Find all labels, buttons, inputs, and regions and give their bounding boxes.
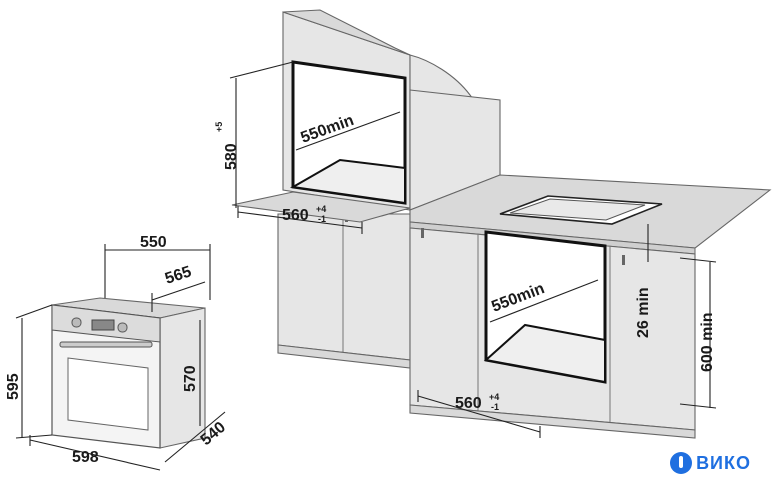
oven-display	[91, 319, 115, 331]
label-under-niche-depth-tol-minus: -1	[491, 402, 499, 412]
oven-knob-left	[71, 317, 82, 328]
label-under-niche-depth-tol-plus: +4	[489, 392, 499, 402]
label-under-niche-depth: 560	[455, 395, 482, 412]
dim-oven-width-front	[29, 435, 161, 471]
oven	[51, 297, 206, 449]
dim-oven-depth-side	[164, 411, 226, 463]
label-oven-height-body: 595	[5, 373, 22, 400]
dim-tall-niche-width	[295, 111, 401, 151]
label-under-niche-height: 600 min	[699, 312, 716, 372]
label-oven-height-front: 570	[182, 365, 199, 392]
dim-under-niche-depth	[417, 390, 541, 438]
counter-cabinet	[409, 89, 772, 439]
label-tall-niche-depth-tol-plus: +4	[316, 204, 326, 214]
dim-oven-depth-top	[151, 281, 206, 312]
label-tall-niche-height: 580	[223, 143, 240, 170]
brand-logo: ВИКО	[670, 452, 751, 474]
label-oven-width-front: 598	[72, 449, 99, 466]
dim-tall-niche-height	[229, 61, 294, 208]
dim-oven-width	[104, 244, 211, 300]
tall-cabinet-top	[282, 9, 411, 56]
dim-under-niche-height	[679, 257, 717, 409]
label-oven-width: 550	[140, 234, 167, 251]
power-icon	[670, 452, 693, 474]
oven-window	[67, 357, 149, 431]
hob-cutout-inner	[509, 198, 646, 221]
tall-niche-floor	[289, 158, 406, 205]
label-tall-niche-depth-tol-minus: -1	[318, 214, 326, 224]
under-cabinet-plinth	[409, 404, 696, 439]
under-cabinet-handle-left	[421, 228, 424, 238]
oven-knob-right	[117, 322, 128, 333]
dim-under-niche-width	[489, 279, 599, 323]
tall-cabinet-lower	[277, 213, 411, 361]
dim-tall-niche-depth	[237, 206, 363, 234]
label-tall-niche-height-tol: +5	[214, 122, 224, 132]
under-cabinet-handle-right	[622, 255, 625, 265]
dim-oven-height-body	[15, 304, 53, 439]
brand-name: ВИКО	[696, 452, 751, 473]
under-niche-floor	[483, 323, 606, 384]
label-oven-depth-top: 565	[163, 263, 194, 287]
label-under-gap: 26 min	[635, 287, 652, 338]
label-tall-niche-depth: 560	[282, 207, 309, 224]
oven-handle	[59, 341, 153, 348]
